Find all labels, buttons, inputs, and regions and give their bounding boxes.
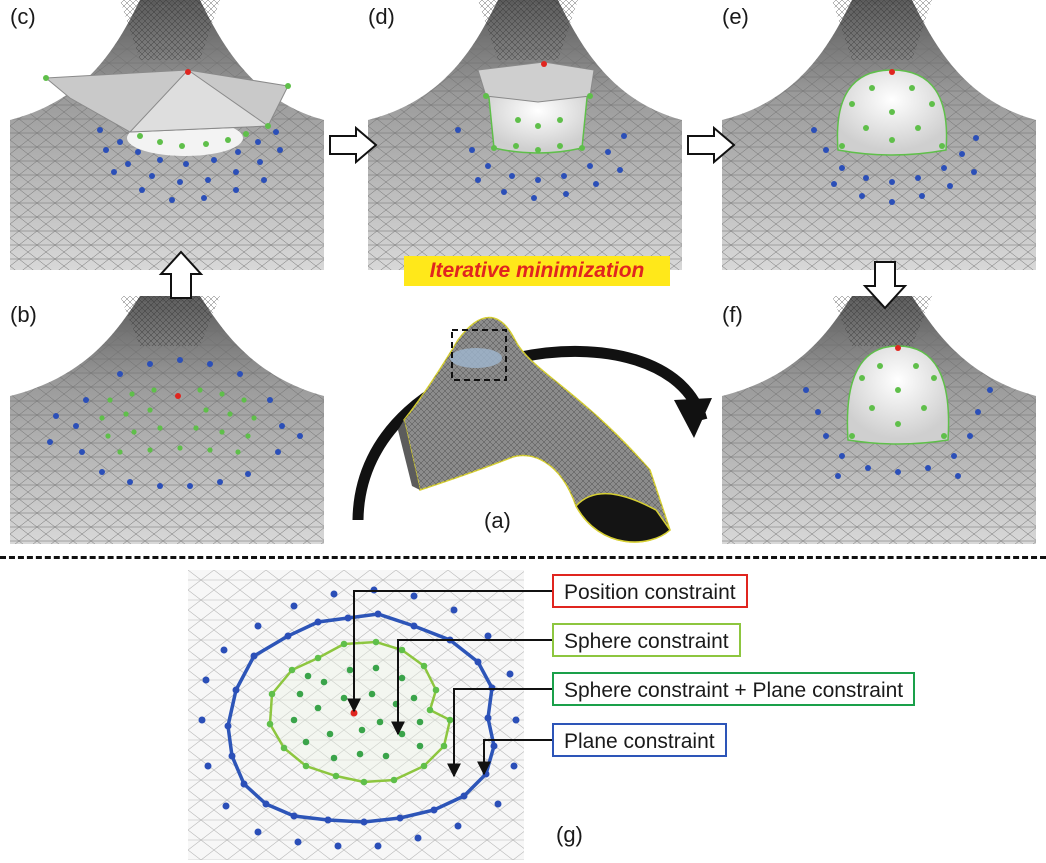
panel-label-e: (e) xyxy=(722,4,749,29)
sphere-constraint-label: Sphere constraint xyxy=(552,623,741,657)
panel-d xyxy=(368,0,682,270)
panel-e xyxy=(722,0,1036,270)
banner-text: Iterative minimization xyxy=(429,259,645,282)
surface-render-e xyxy=(722,0,1036,270)
surface-render-a xyxy=(398,316,671,543)
zoom-region-box xyxy=(451,329,507,381)
plane-boundary-curve xyxy=(226,612,496,824)
arrow-right-d-to-e xyxy=(687,126,736,164)
surface-render-c xyxy=(10,0,324,270)
arrow-down-e-to-f xyxy=(862,261,908,310)
panel-label-c: (c) xyxy=(10,4,36,29)
section-divider xyxy=(0,556,1046,559)
panel-label-f: (f) xyxy=(722,302,743,327)
panel-c xyxy=(10,0,324,270)
curved-arrowhead xyxy=(674,398,712,438)
panel-label-b: (b) xyxy=(10,302,37,327)
arrow-right-c-to-d xyxy=(329,126,378,164)
surface-render-b xyxy=(10,296,324,544)
panel-label-g: (g) xyxy=(556,822,583,847)
panel-a xyxy=(352,316,712,543)
plane-constraint-label: Plane constraint xyxy=(552,723,727,757)
position-constraint-label: Position constraint xyxy=(552,574,748,608)
interior-vertices xyxy=(290,664,424,762)
panel-label-a: (a) xyxy=(484,508,511,533)
panel-f xyxy=(722,296,1036,544)
sphere-plane-constraint-label: Sphere constraint + Plane constraint xyxy=(552,672,916,706)
arrow-up-b-to-c xyxy=(158,250,204,299)
surface-render-f xyxy=(722,296,1036,544)
surface-render-d xyxy=(368,0,682,270)
iterative-minimization-banner: Iterative minimization xyxy=(404,256,670,286)
sphere-vertices xyxy=(266,638,454,786)
constraint-mesh-g xyxy=(188,570,524,860)
panel-b xyxy=(10,296,324,544)
panel-label-d: (d) xyxy=(368,4,395,29)
